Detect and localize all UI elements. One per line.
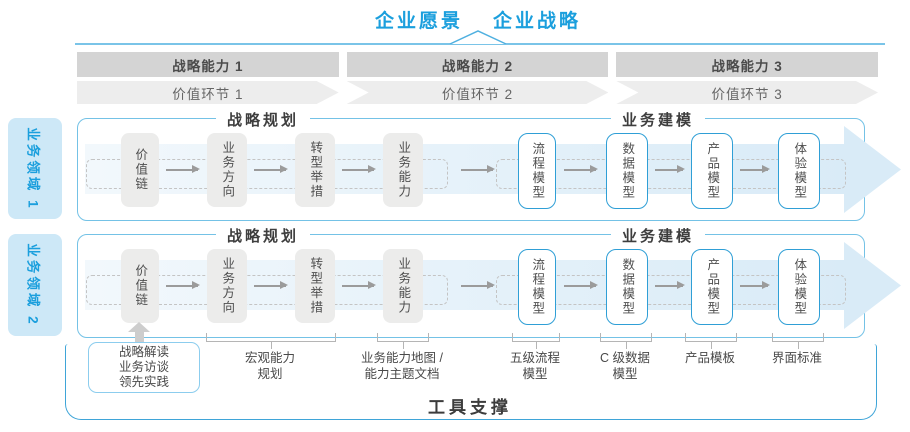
flow-arrow-icon bbox=[564, 166, 598, 172]
strategy-inputs-box: 战略解读 业务访谈 领先实践 bbox=[88, 342, 200, 393]
strategy-title: 企业战略 bbox=[493, 11, 582, 32]
page-title: 企业愿景 企业战略 bbox=[375, 6, 581, 33]
annotation-level5-process-model: 五级流程 模型 bbox=[509, 351, 561, 381]
capability-bar-2: 战略能力 2 bbox=[346, 52, 609, 77]
node-value-chain: 价值链 bbox=[121, 249, 159, 323]
up-arrow-icon bbox=[128, 322, 150, 342]
flow-arrow-icon bbox=[461, 166, 495, 172]
tool-support-label: 工具支撑 bbox=[428, 398, 512, 417]
swimlane-domain-1: 战略规划 业务建模 价值链 业务方向 转型举措 业务能力 流程模型 数据模型 产… bbox=[77, 109, 901, 221]
capability-bar-3: 战略能力 3 bbox=[616, 52, 879, 77]
annotation-capability-map-docs: 业务能力地图 / 能力主题文档 bbox=[361, 351, 443, 381]
node-product-model: 产品模型 bbox=[691, 249, 733, 325]
node-experience-model: 体验模型 bbox=[778, 133, 820, 209]
lane-header-planning: 战略规划 bbox=[215, 109, 311, 130]
node-value-chain: 价值链 bbox=[121, 133, 159, 207]
annotation-macro-capability-planning: 宏观能力 规划 bbox=[244, 351, 296, 381]
bracket-connector bbox=[206, 333, 336, 349]
flow-arrow-icon bbox=[254, 166, 288, 172]
bracket-connector bbox=[377, 333, 429, 349]
vision-caret-connector bbox=[75, 30, 885, 45]
flow-arrow-icon bbox=[740, 282, 770, 288]
node-business-direction: 业务方向 bbox=[207, 249, 247, 323]
dashed-track-planning bbox=[86, 275, 448, 305]
node-process-model: 流程模型 bbox=[518, 249, 556, 325]
flow-arrow-icon bbox=[342, 282, 376, 288]
bracket-connector bbox=[600, 333, 652, 349]
capability-bar-row: 战略能力 1 战略能力 2 战略能力 3 bbox=[77, 52, 879, 77]
node-business-capability: 业务能力 bbox=[383, 249, 423, 323]
value-link-chevron-3: 价值环节 3 bbox=[616, 81, 878, 104]
value-link-bar-row: 价值环节 1 价值环节 2 价值环节 3 bbox=[77, 81, 878, 104]
domain-label-2: 业务领域 2 bbox=[8, 234, 62, 336]
flow-band-arrowhead-icon bbox=[844, 242, 901, 329]
vision-title: 企业愿景 bbox=[374, 11, 463, 32]
node-transformation-initiatives: 转型举措 bbox=[295, 133, 335, 207]
flow-arrow-icon bbox=[655, 166, 685, 172]
flow-arrow-icon bbox=[342, 166, 376, 172]
node-data-model: 数据模型 bbox=[606, 133, 648, 209]
dashed-track-planning bbox=[86, 159, 448, 189]
flow-band-arrowhead-icon bbox=[844, 126, 901, 213]
bracket-connector bbox=[512, 333, 560, 349]
flow-arrow-icon bbox=[655, 282, 685, 288]
flow-arrow-icon bbox=[166, 166, 200, 172]
capability-bar-1: 战略能力 1 bbox=[77, 52, 339, 77]
lane-header-modeling: 业务建模 bbox=[610, 109, 706, 130]
domain-label-1: 业务领域 1 bbox=[8, 118, 62, 219]
annotation-product-template: 产品模板 bbox=[684, 351, 736, 365]
annotation-c-level-data-model: C 级数据 模型 bbox=[599, 351, 651, 381]
flow-arrow-icon bbox=[254, 282, 288, 288]
flow-arrow-icon bbox=[740, 166, 770, 172]
dashed-track-modeling bbox=[496, 275, 846, 305]
bracket-connector bbox=[685, 333, 737, 349]
node-experience-model: 体验模型 bbox=[778, 249, 820, 325]
lane-header-modeling: 业务建模 bbox=[610, 225, 706, 246]
dashed-track-modeling bbox=[496, 159, 846, 189]
value-link-chevron-1: 价值环节 1 bbox=[77, 81, 339, 104]
node-data-model: 数据模型 bbox=[606, 249, 648, 325]
flow-arrow-icon bbox=[166, 282, 200, 288]
lane-header-planning: 战略规划 bbox=[215, 225, 311, 246]
node-transformation-initiatives: 转型举措 bbox=[295, 249, 335, 323]
annotation-ui-standard: 界面标准 bbox=[771, 351, 823, 365]
swimlane-domain-2: 战略规划 业务建模 价值链 业务方向 转型举措 业务能力 流程模型 数据模型 产… bbox=[77, 225, 901, 338]
node-process-model: 流程模型 bbox=[518, 133, 556, 209]
node-product-model: 产品模型 bbox=[691, 133, 733, 209]
tool-support-container bbox=[65, 344, 877, 420]
flow-arrow-icon bbox=[461, 282, 495, 288]
node-business-direction: 业务方向 bbox=[207, 133, 247, 207]
node-business-capability: 业务能力 bbox=[383, 133, 423, 207]
value-link-chevron-2: 价值环节 2 bbox=[347, 81, 609, 104]
flow-arrow-icon bbox=[564, 282, 598, 288]
bracket-connector bbox=[772, 333, 824, 349]
